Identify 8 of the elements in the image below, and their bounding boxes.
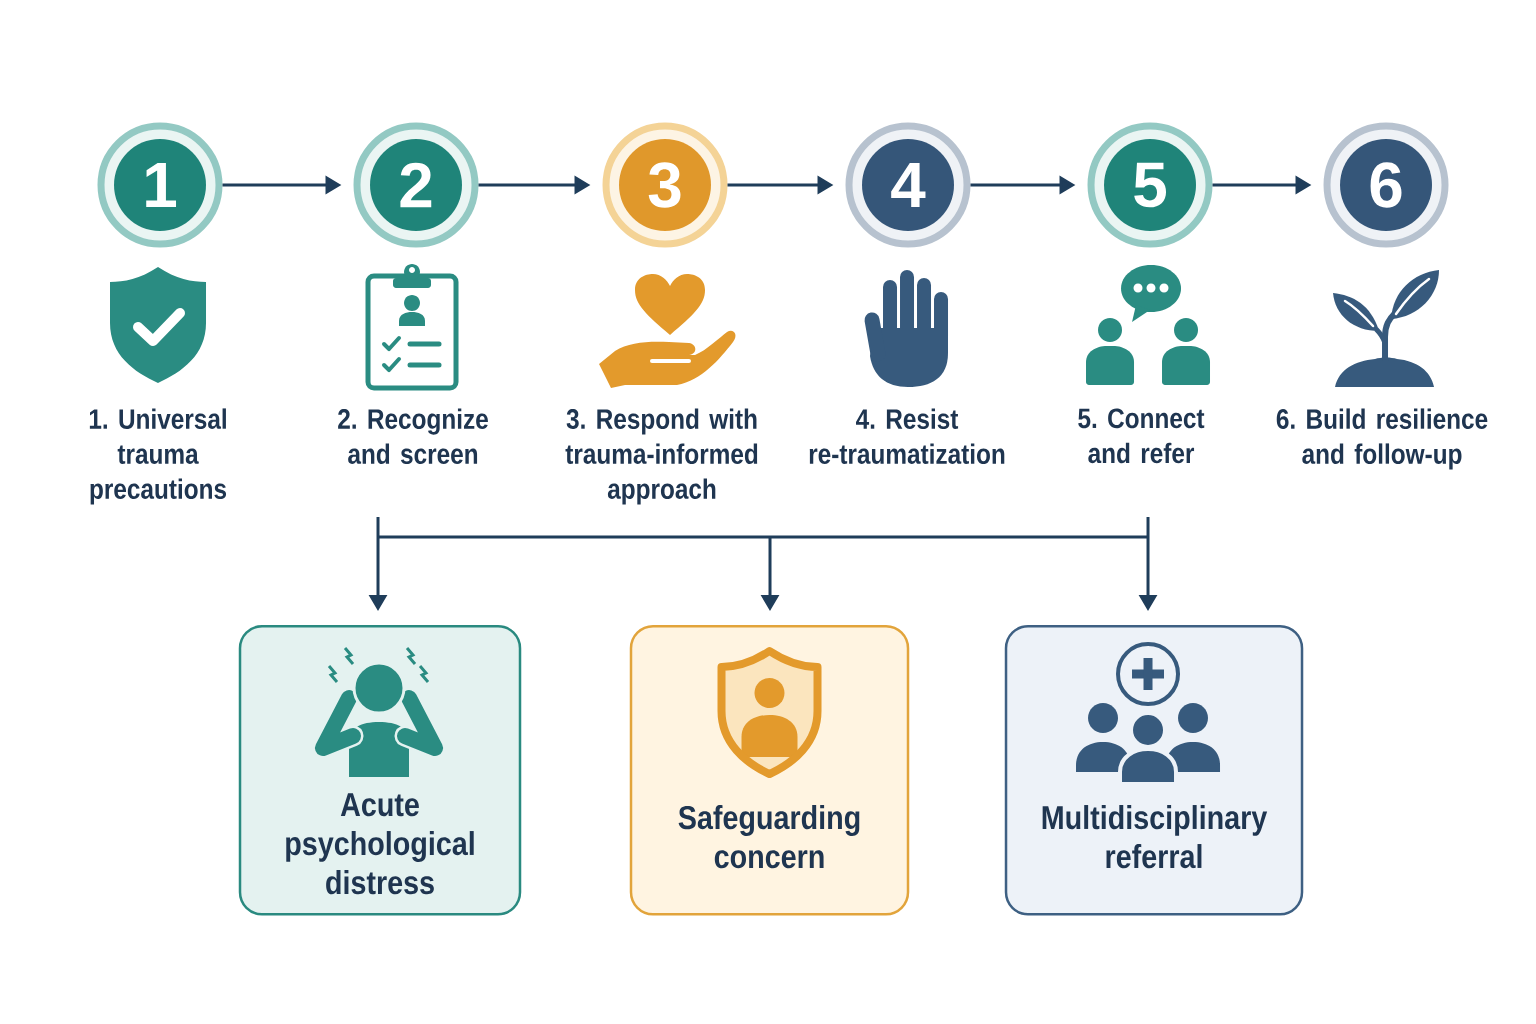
step-label: 6. Build resilience and follow-up	[1276, 408, 1488, 470]
outcome-box: Multidisciplinary referral	[1004, 625, 1304, 916]
connector-line	[378, 535, 1148, 539]
step-label: 4. Resist re-traumatization	[809, 408, 1005, 464]
step-label: 2. Recognize and screen	[338, 408, 488, 464]
step-label: 5. Connect and refer	[1078, 408, 1205, 464]
step-label: 3. Respond with trauma-informed approach	[565, 408, 758, 505]
step-label: 1. Universal trauma precautions	[89, 408, 227, 505]
